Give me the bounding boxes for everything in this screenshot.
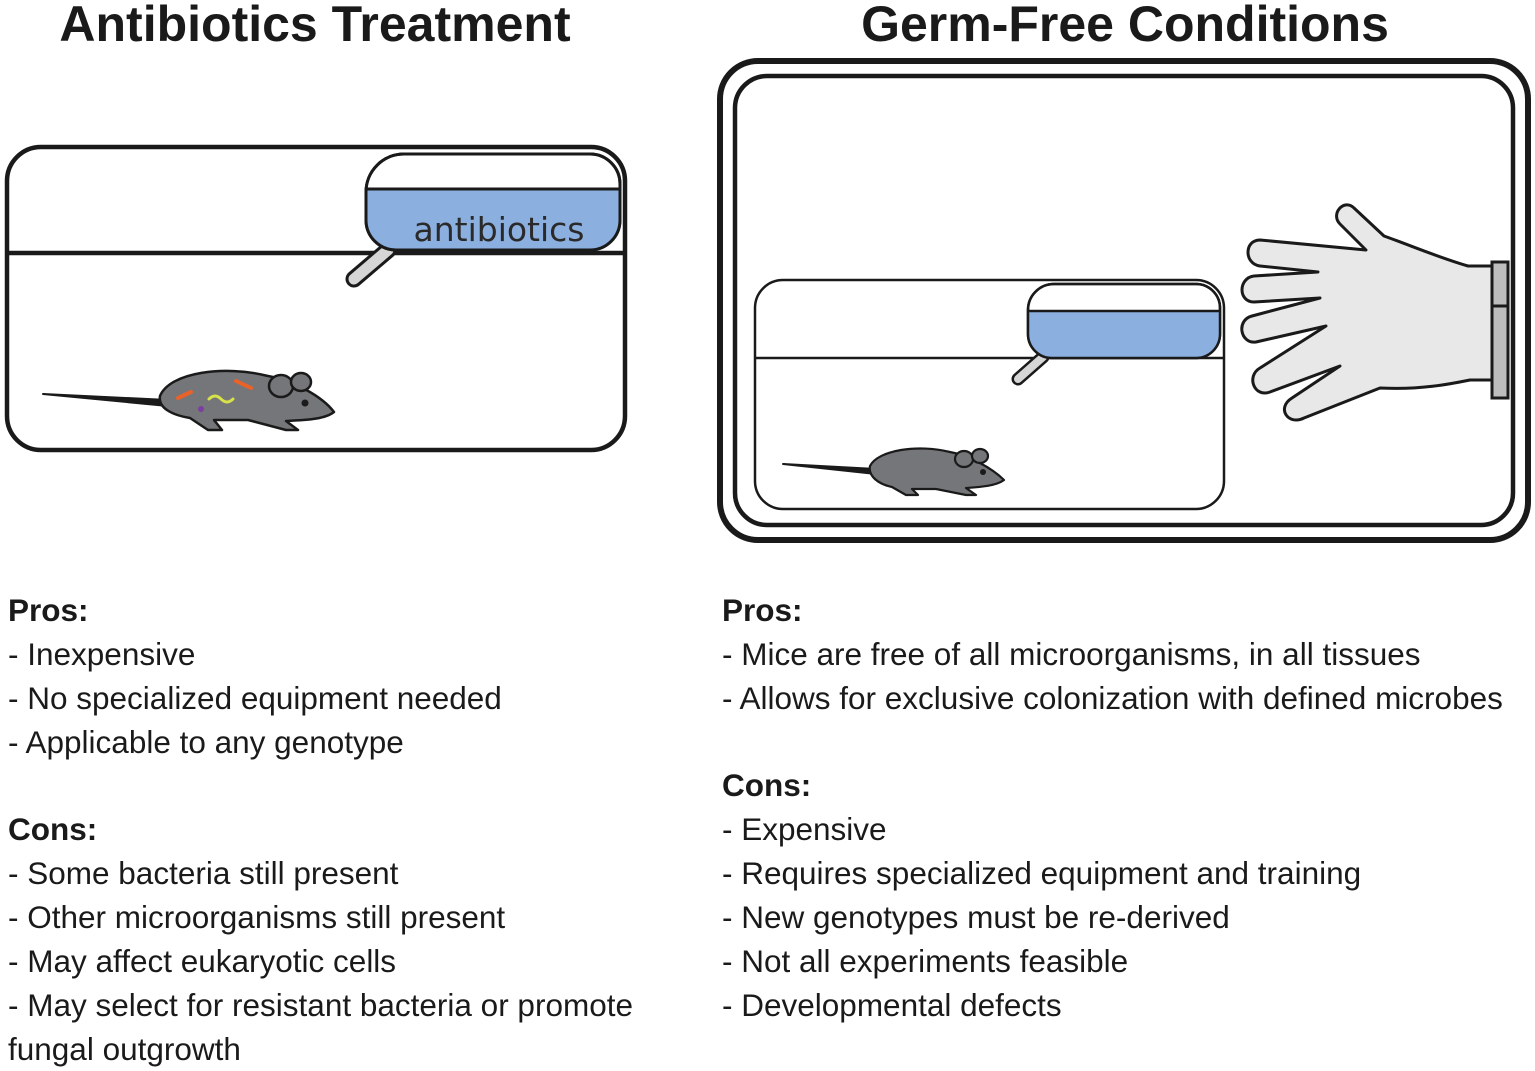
germ-free-title: Germ-Free Conditions <box>861 0 1389 52</box>
list-item: - May select for resistant bacteria or p… <box>8 987 642 1067</box>
list-item: - Allows for exclusive colonization with… <box>722 680 1503 716</box>
list-item: - No specialized equipment needed <box>8 680 502 716</box>
list-item: - Requires specialized equipment and tra… <box>722 855 1362 891</box>
mouse-icon <box>42 369 336 432</box>
antibiotics-title: Antibiotics Treatment <box>59 0 571 52</box>
list-item: - Some bacteria still present <box>8 855 399 891</box>
list-item: - Inexpensive <box>8 636 196 672</box>
list-item: - Developmental defects <box>722 987 1062 1023</box>
germ-free-pros-cons: Pros: - Mice are free of all microorgani… <box>722 588 1532 1027</box>
list-item: - Not all experiments feasible <box>722 943 1129 979</box>
water-bottle-icon: antibiotics <box>345 152 622 288</box>
germ-free-cons-heading: Cons: <box>722 767 812 803</box>
list-item: - Mice are free of all microorganisms, i… <box>722 636 1421 672</box>
germ-free-pros-heading: Pros: <box>722 592 803 628</box>
bottle-label: antibiotics <box>414 210 585 249</box>
isolator-icon <box>717 58 1531 543</box>
glove-icon <box>1240 203 1510 422</box>
list-item: - May affect eukaryotic cells <box>8 943 397 979</box>
list-item: - Applicable to any genotype <box>8 724 404 760</box>
list-item: - New genotypes must be re-derived <box>722 899 1230 935</box>
mouse-icon <box>782 447 1006 497</box>
list-item: - Expensive <box>722 811 887 847</box>
list-item: - Other microorganisms still present <box>8 899 506 935</box>
antibiotics-pros-cons: Pros: - Inexpensive - No specialized equ… <box>8 588 638 1071</box>
antibiotics-cons-heading: Cons: <box>8 811 98 847</box>
antibiotics-pros-heading: Pros: <box>8 592 89 628</box>
illustration: antibiotics <box>4 58 1531 543</box>
